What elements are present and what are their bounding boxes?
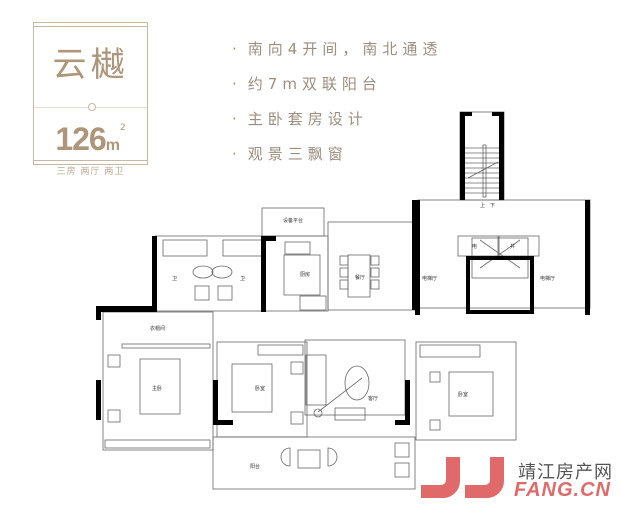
svg-text:餐厅: 餐厅 (355, 274, 365, 281)
feature-item: ·约7m双联阳台 (232, 75, 382, 93)
stair-up-label: 上 (480, 202, 485, 209)
svg-text:阳台: 阳台 (250, 463, 260, 470)
svg-text:设备平台: 设备平台 (283, 217, 303, 224)
svg-text:厨房: 厨房 (300, 271, 310, 278)
svg-text:卫: 卫 (172, 276, 177, 282)
feature-item: ·观景三飘窗 (232, 145, 348, 163)
feature-list: ·南向4开间，南北通透 ·约7m双联阳台 ·主卧套房设计 ·观景三飘窗 (232, 40, 442, 180)
area-unit: m (105, 137, 120, 154)
unit-info-card: 云樾 126m 2 三房 两厅 两卫 (33, 22, 148, 177)
svg-text:卧室: 卧室 (255, 385, 265, 392)
jj-logo-icon (421, 457, 504, 498)
card-bottom-rule (34, 160, 147, 161)
stairwell-outline (459, 111, 505, 201)
site-domain: FANG.CN (514, 479, 611, 501)
unit-area: 126m 2 (34, 121, 147, 158)
elevator-hall-outline (417, 199, 591, 309)
site-name-cn: 靖江房产网 (518, 462, 613, 483)
svg-text:电梯厅: 电梯厅 (540, 275, 555, 282)
divider-ornament-icon (88, 103, 96, 111)
area-superscript: 2 (119, 123, 126, 133)
svg-text:衣帽间: 衣帽间 (150, 325, 165, 332)
card-top-rule (34, 26, 147, 27)
svg-text:卫: 卫 (240, 276, 245, 282)
svg-text:电: 电 (472, 243, 477, 250)
area-value: 126 (55, 121, 106, 157)
svg-text:井: 井 (510, 243, 515, 250)
watermark-logo: 靖江房产网 FANG.CN (418, 455, 618, 502)
feature-item: ·主卧套房设计 (232, 110, 368, 128)
svg-text:主卧: 主卧 (152, 385, 162, 392)
svg-text:卧室: 卧室 (458, 391, 468, 398)
stair-down-label: 下 (490, 203, 495, 209)
feature-item: ·南向4开间，南北通透 (232, 40, 443, 58)
svg-text:客厅: 客厅 (368, 395, 378, 402)
unit-name: 云樾 (52, 45, 129, 85)
rooms-summary: 三房 两厅 两卫 (56, 167, 125, 177)
svg-text:电梯厅: 电梯厅 (422, 275, 437, 282)
